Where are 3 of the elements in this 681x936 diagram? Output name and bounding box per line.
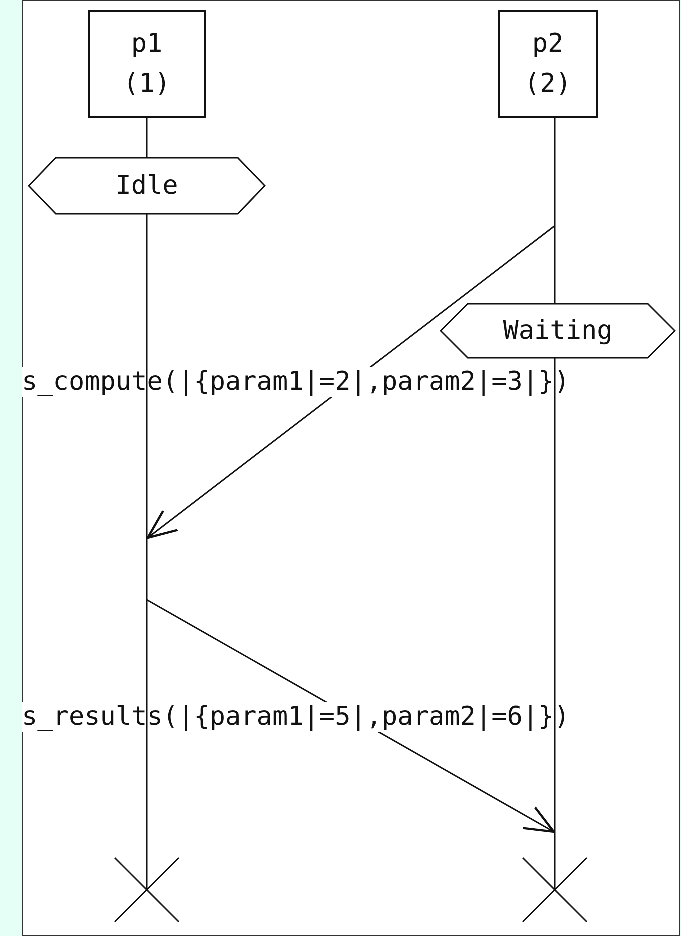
message-arrow <box>146 225 556 540</box>
participant-box: p2 (2) <box>498 10 598 118</box>
participant-box: p1 (1) <box>88 10 206 118</box>
